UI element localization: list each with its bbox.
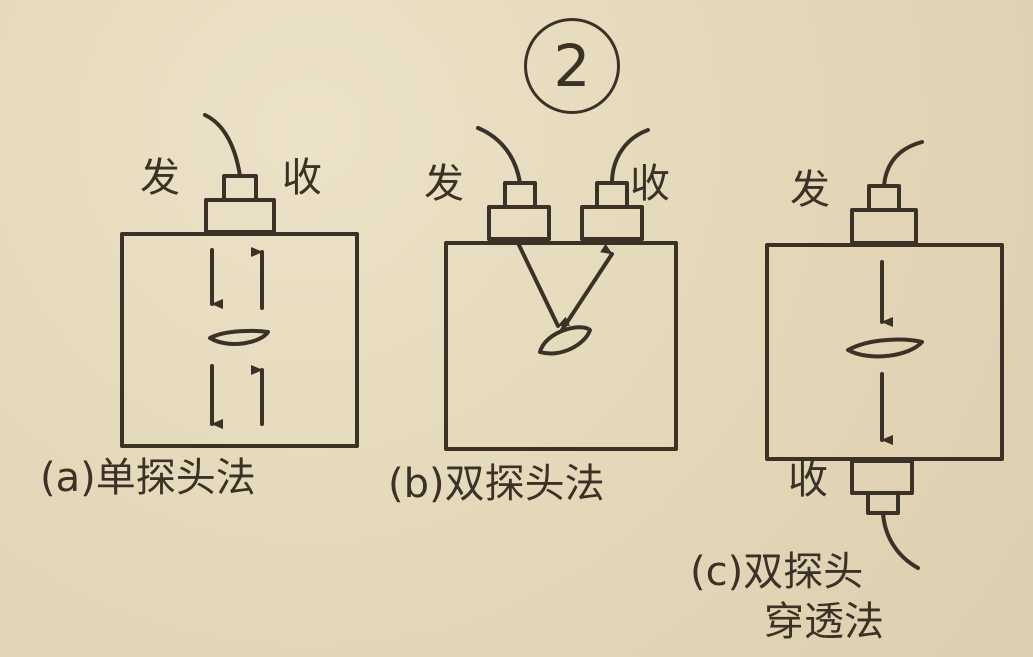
panel-b-receive-probe-top (595, 181, 629, 209)
panel-c-flaw (846, 337, 924, 359)
panel-b-specimen (444, 241, 678, 451)
panel-c-graphic (765, 140, 1004, 570)
panel-b-receive-label: 收 (630, 161, 670, 207)
panel-c-receive-label: 收 (788, 457, 828, 503)
panel-a-specimen (120, 232, 359, 448)
panel-b-send-probe-top (503, 181, 537, 209)
panel-a-probe-base (204, 198, 276, 234)
panel-c-send-cable (882, 140, 924, 188)
panel-c-specimen (765, 243, 1004, 461)
panel-c-receive-cable (881, 511, 920, 570)
figure-number: 2 (524, 18, 620, 114)
panel-c-send-probe-base (850, 208, 918, 245)
panel-b-incident-ray (516, 241, 571, 328)
panel-a-probe-top (222, 174, 258, 202)
panel-b-send-cable (476, 126, 522, 185)
panel-b-flaw (538, 325, 592, 356)
panel-c-caption-line1: (c)双探头 (690, 549, 864, 595)
panel-c-send-label: 发 (790, 167, 830, 213)
panel-a-caption: (a)单探头法 (40, 455, 256, 501)
panel-a-cable (203, 113, 242, 178)
panel-c-caption-line2: 穿透法 (764, 599, 884, 645)
panel-b-graphic (444, 126, 678, 451)
panel-b-caption: (b)双探头法 (388, 461, 605, 507)
panel-c-receive-probe-base (850, 459, 914, 495)
panel-c-receive-probe-bottom (866, 491, 900, 515)
panel-a-graphic (120, 113, 359, 448)
panel-c-send-probe-top (867, 184, 901, 212)
panel-b-reflected-ray (560, 243, 614, 332)
panel-b-receive-probe-base (580, 205, 644, 241)
panel-b-send-label: 发 (424, 161, 464, 207)
panel-b-send-probe-base (487, 205, 551, 241)
panel-b-receive-cable (610, 128, 650, 185)
panel-a-send-label: 发 (140, 155, 180, 201)
panel-a-receive-label: 收 (282, 155, 322, 201)
panel-a-flaw (208, 328, 270, 346)
